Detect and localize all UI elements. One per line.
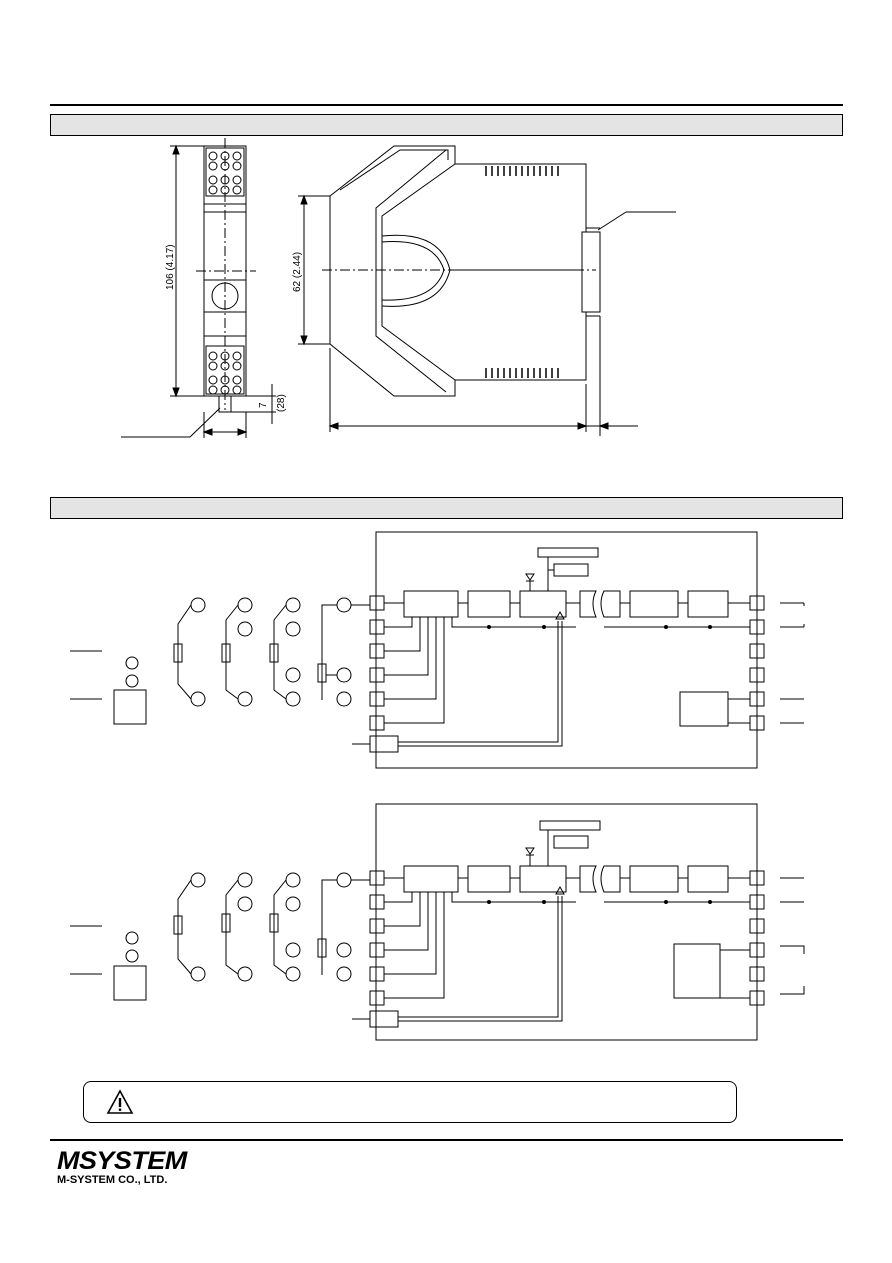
company-logo: MSYSTEM M-SYSTEM CO., LTD. bbox=[57, 1149, 187, 1187]
dim-depth-ref: 62 (2.44) bbox=[292, 252, 303, 292]
dim-terminal-small: 7 bbox=[258, 402, 269, 408]
top-rule bbox=[50, 104, 843, 106]
warning-triangle-icon bbox=[106, 1089, 134, 1114]
dim-height: 106 (4.17) bbox=[165, 244, 176, 290]
logo-wordmark: MSYSTEM bbox=[57, 1147, 187, 1175]
section-header-dimensions bbox=[50, 114, 843, 136]
schematic-2 bbox=[70, 803, 805, 1041]
side-view bbox=[298, 145, 676, 436]
bottom-rule bbox=[50, 1139, 843, 1141]
company-name: M-SYSTEM CO., LTD. bbox=[57, 1174, 168, 1186]
warning-box bbox=[83, 1081, 737, 1123]
dim-terminal-paren: (28) bbox=[276, 394, 287, 412]
section-header-schematic bbox=[50, 497, 843, 519]
sensor-variants bbox=[70, 597, 370, 725]
schematic-1 bbox=[70, 531, 805, 769]
front-view bbox=[121, 138, 276, 438]
